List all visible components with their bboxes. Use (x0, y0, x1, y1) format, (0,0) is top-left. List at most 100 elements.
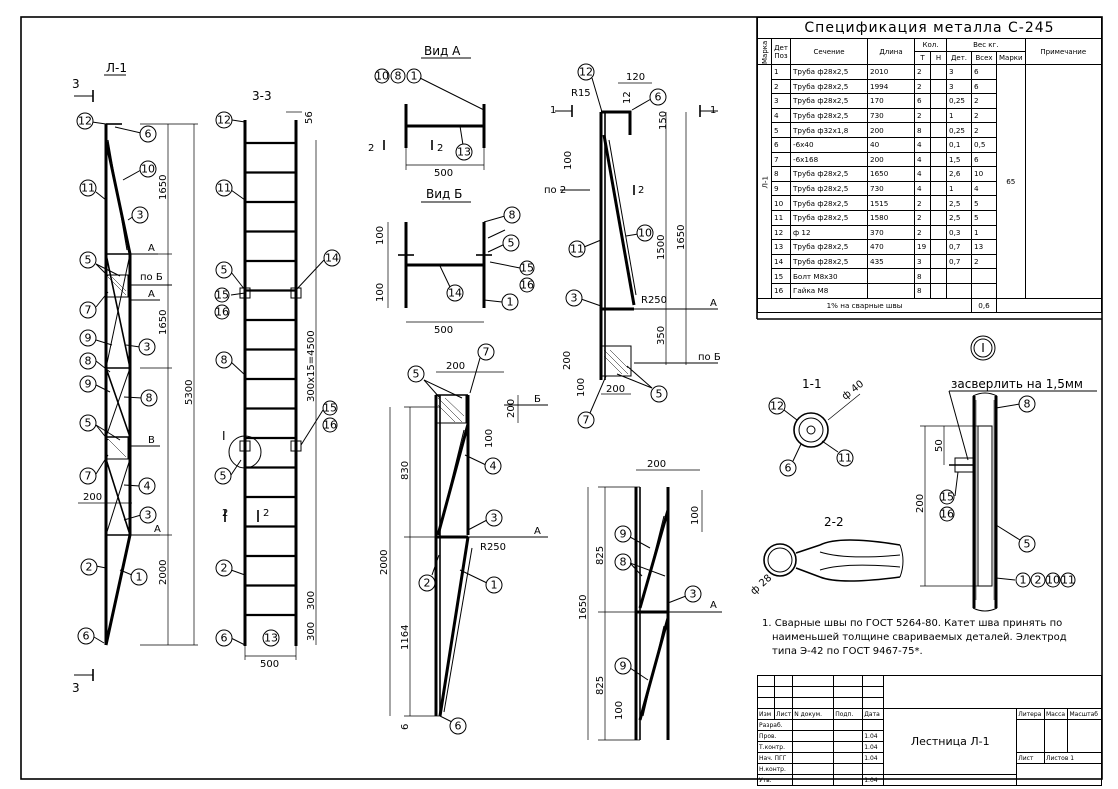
spec-cell-poz: 12 (771, 224, 791, 241)
spec-cell-all: 13 (971, 239, 997, 255)
svg-text:11: 11 (217, 182, 231, 195)
svg-text:5: 5 (508, 237, 515, 250)
spec-cell-t: 6 (914, 93, 931, 109)
spec-cell-poz: 10 (771, 195, 791, 211)
mid-dim-1164: 1164 (400, 625, 411, 650)
side-arrow-a: A (710, 298, 717, 309)
svg-text:6: 6 (83, 630, 90, 643)
l1-arrow-a1: A (148, 243, 155, 254)
spec-cell-n (930, 195, 947, 211)
spec-cell-det: 1 (946, 107, 972, 124)
spec-cell-len: 370 (867, 224, 915, 241)
spec-h-marka: Марка (757, 38, 772, 65)
spec-cell-sec: -6х168 (790, 151, 868, 168)
right-dim-825b: 825 (595, 676, 606, 695)
node-i-title: I (981, 341, 985, 355)
svg-text:5: 5 (221, 264, 228, 277)
spec-h-marki: Марки (996, 51, 1026, 65)
svg-text:8: 8 (509, 209, 516, 222)
stamp-title: Лестница Л-1 (883, 708, 1018, 775)
spec-mark: Л-1 (757, 64, 772, 298)
spec-cell-n (930, 136, 947, 153)
side-dim-12: 12 (622, 91, 633, 104)
view-a-title: Вид А (424, 44, 461, 58)
spec-cell-poz: 3 (771, 93, 791, 109)
view-section-1-1: 1-1 ф 40 12 6 11 (768, 377, 866, 477)
cut-mark-bottom: 3 (72, 681, 80, 695)
spec-cell-det: 0,1 (946, 136, 972, 153)
svg-text:16: 16 (215, 306, 229, 319)
spec-cell-det: 0,25 (946, 93, 972, 109)
spec-cell-det: 3 (946, 64, 972, 80)
spec-cell-n (930, 180, 947, 197)
svg-text:12: 12 (78, 115, 92, 128)
svg-text:1: 1 (411, 70, 418, 83)
spec-cell-n (930, 224, 947, 241)
spec-cell-poz: 14 (771, 253, 791, 270)
spec-h-prim: Примечание (1024, 38, 1103, 65)
spec-cell-poz: 6 (771, 136, 791, 153)
cut-mark-top: 3 (72, 77, 80, 91)
stamp-sheet: Лист (1016, 752, 1045, 764)
spec-cell-all: 2 (971, 93, 997, 109)
spec-title: Спецификация металла С-245 (757, 17, 1102, 39)
spec-cell-all: 0,5 (971, 136, 997, 153)
spec-cell-poz: 2 (771, 78, 791, 95)
spec-cell-det: 1,5 (946, 151, 972, 168)
view-b-title: Вид Б (426, 187, 462, 201)
spec-cell-all: 2 (971, 253, 997, 270)
spec-cell-det: 1 (946, 180, 972, 197)
side-cut1-right: 1 (710, 105, 716, 116)
spec-cell-len: 435 (867, 253, 915, 270)
stamp-date-4: 1.04 (862, 774, 885, 786)
l1-dim-2000: 2000 (158, 560, 169, 585)
spec-cell-n (930, 239, 947, 255)
s33-cut2-left: 2 (222, 508, 228, 519)
view-section-3-3: 3-3 I 56 300х15=4500 300 300 500 2 2 12 … (214, 89, 341, 670)
view-b-dim-500: 500 (434, 325, 453, 336)
spec-cell-sec: -6х40 (790, 136, 868, 153)
side-dim-150: 150 (658, 111, 669, 130)
stamp-list: Лист (773, 708, 794, 720)
svg-text:15: 15 (215, 289, 229, 302)
side-dim-r250: R250 (641, 295, 667, 306)
spec-h-ves: Вес кг. (946, 38, 1026, 52)
stamp-date-1: 1.04 (862, 730, 885, 742)
spec-weld-value: 0,6 (971, 297, 997, 314)
svg-text:15: 15 (323, 402, 337, 415)
spec-cell-sec: Труба ф28х2,5 (790, 78, 868, 95)
spec-cell-sec: Болт М8х30 (790, 268, 868, 284)
mid-dim-200v: 200 (506, 399, 517, 418)
side-dim-200: 200 (606, 384, 625, 395)
svg-text:3: 3 (491, 512, 498, 525)
svg-text:9: 9 (620, 660, 627, 673)
spec-cell-n (930, 64, 947, 80)
mid-dim-6: 6 (400, 724, 411, 730)
node-dim-200: 200 (915, 494, 926, 513)
view-b-dim-100b: 100 (375, 283, 386, 302)
svg-text:2: 2 (1035, 574, 1042, 587)
spec-cell-det (946, 282, 972, 299)
note-line-2: наименьшей толщине свариваемых деталей. … (772, 632, 1067, 643)
spec-cell-poz: 1 (771, 64, 791, 80)
svg-text:8: 8 (620, 556, 627, 569)
stamp-razrab: Разраб. (756, 719, 794, 731)
sec11-title: 1-1 (802, 377, 822, 391)
spec-cell-t: 8 (914, 268, 931, 284)
spec-cell-t: 4 (914, 151, 931, 168)
view-a-cut-right: 2 (437, 143, 443, 154)
stamp-date-3: 1.04 (862, 752, 885, 764)
stamp-utv: Утв. (756, 774, 794, 786)
spec-cell-sec: Труба ф28х2,5 (790, 209, 868, 226)
spec-cell-all: 10 (971, 166, 997, 182)
svg-text:3: 3 (571, 292, 578, 305)
mid-arrow-a: A (534, 526, 541, 537)
spec-cell-t: 2 (914, 209, 931, 226)
svg-text:4: 4 (144, 480, 151, 493)
svg-text:8: 8 (146, 392, 153, 405)
